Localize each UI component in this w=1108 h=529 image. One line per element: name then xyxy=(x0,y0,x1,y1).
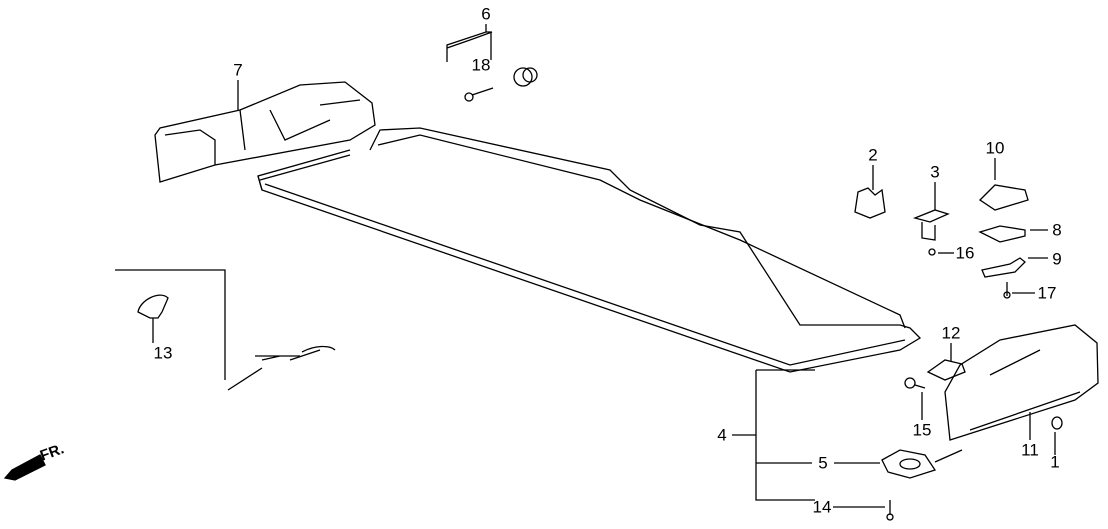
part-17-screw xyxy=(1003,282,1011,299)
callout-11[interactable]: 11 xyxy=(1021,440,1039,460)
front-arrow-icon xyxy=(3,454,46,481)
callout-15[interactable]: 15 xyxy=(912,420,932,440)
callout-4[interactable]: 4 xyxy=(717,425,727,445)
part-10-latch xyxy=(978,184,1029,211)
callout-1[interactable]: 1 xyxy=(1050,452,1060,472)
part-11-right-holder xyxy=(944,324,1099,441)
leader-lines xyxy=(115,24,1056,508)
callout-2[interactable]: 2 xyxy=(868,145,878,165)
part-15-bushing xyxy=(904,377,926,389)
part-7-left-holder xyxy=(154,81,376,183)
callout-18[interactable]: 18 xyxy=(471,55,491,75)
part-8-plate xyxy=(978,225,1026,243)
callout-14[interactable]: 14 xyxy=(812,497,832,517)
part-1-plug xyxy=(1051,416,1063,430)
callout-12[interactable]: 12 xyxy=(941,323,961,343)
callout-7[interactable]: 7 xyxy=(233,60,243,80)
part-6-screw-and-grommet xyxy=(464,67,538,102)
part-3-catch xyxy=(912,209,950,256)
callout-9[interactable]: 9 xyxy=(1052,249,1062,269)
callout-8[interactable]: 8 xyxy=(1052,220,1062,240)
callout-6[interactable]: 6 xyxy=(481,4,491,24)
callout-10[interactable]: 10 xyxy=(985,138,1005,158)
callout-16[interactable]: 16 xyxy=(955,243,975,263)
part-2-clip xyxy=(854,187,886,219)
part-4-tonneau-cover xyxy=(227,127,922,391)
part-12-cap xyxy=(926,359,966,381)
part-9-bracket xyxy=(981,257,1026,278)
callout-5[interactable]: 5 xyxy=(818,453,828,473)
callout-17[interactable]: 17 xyxy=(1037,283,1057,303)
part-5-strap xyxy=(881,449,963,479)
part-14-clip xyxy=(886,500,894,521)
part-13-cap xyxy=(137,294,169,319)
callout-3[interactable]: 3 xyxy=(930,162,940,182)
callout-13[interactable]: 13 xyxy=(153,343,173,363)
